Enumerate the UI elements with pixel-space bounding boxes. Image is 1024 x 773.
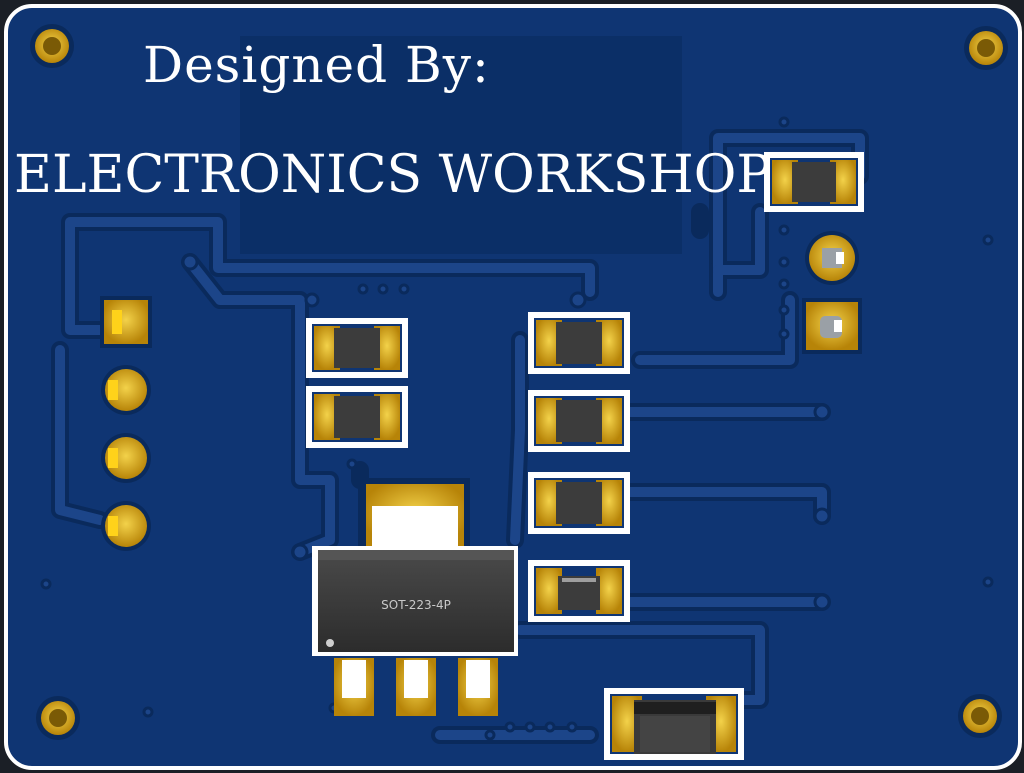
copper-pour [240, 36, 682, 254]
silkscreen-electronics-workshop: ELECTRONICS WORKSHOP [14, 145, 772, 205]
smd-right-4 [528, 560, 630, 622]
smd-left-2 [306, 386, 408, 448]
smd-left-1 [306, 318, 408, 378]
pin-header-2 [802, 231, 862, 354]
vias [40, 116, 994, 741]
smd-top-right [764, 152, 864, 212]
smd-right-2 [528, 390, 630, 452]
regulator-package-label: SOT-223-4P [381, 598, 451, 612]
pin-header-4 [100, 296, 152, 551]
silkscreen-designed-by: Designed By: [143, 36, 490, 94]
sot223-leads [334, 658, 498, 716]
sot223-regulator [312, 478, 518, 716]
traces [51, 129, 869, 744]
mounting-hole-bottom-right [958, 694, 1002, 738]
smd-components [306, 152, 864, 622]
smd-bottom-large [604, 688, 744, 760]
mounting-hole-top-left [30, 24, 74, 68]
mounting-hole-bottom-left [36, 696, 80, 740]
smd-right-3 [528, 472, 630, 534]
mounting-holes [30, 24, 1008, 740]
mounting-hole-top-right [964, 26, 1008, 70]
smd-right-1 [528, 312, 630, 374]
